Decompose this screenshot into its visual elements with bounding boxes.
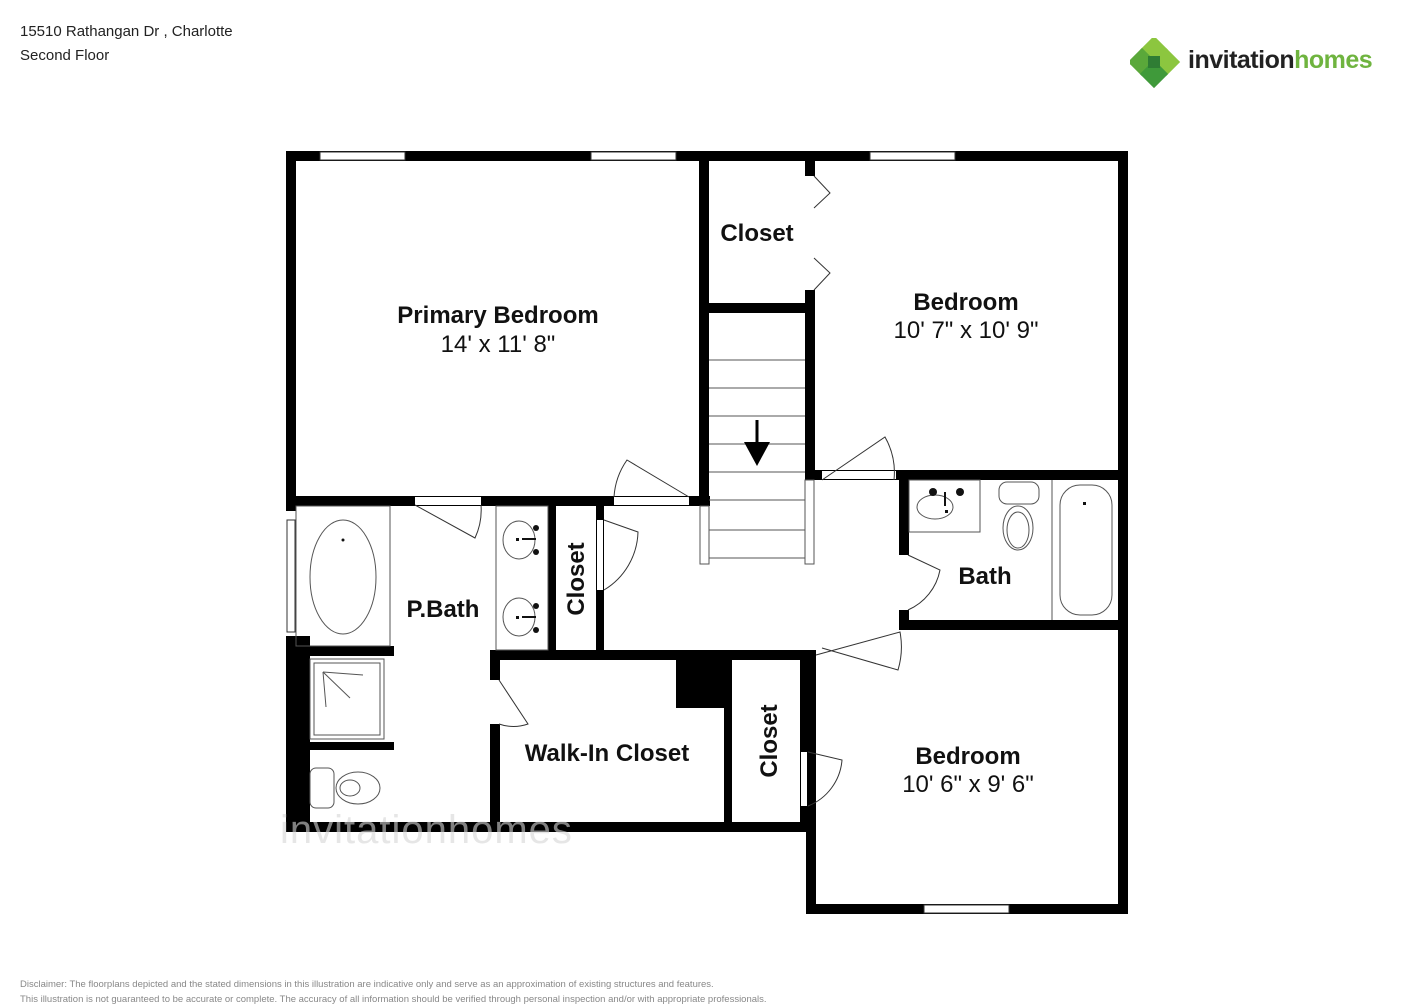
room-label-primary-bedroom: Primary Bedroom (397, 302, 599, 329)
room-dims-primary-bedroom: 14' x 11' 8" (440, 331, 556, 358)
bath-faucet-icon (929, 488, 1086, 513)
disclaimer-line-1: Disclaimer: The floorplans depicted and … (20, 979, 714, 990)
door-swings (414, 175, 941, 807)
walls (286, 151, 1128, 914)
pbath-fixtures (295, 505, 549, 809)
logo-word-invitation: invitation (1188, 46, 1295, 74)
room-label-pbath: P.Bath (406, 596, 480, 623)
room-label-closet-mid: Closet (756, 704, 783, 778)
room-dims-bedroom-ne: 10' 7" x 10' 9" (893, 317, 1039, 344)
property-address: 15510 Rathangan Dr , Charlotte (20, 23, 233, 40)
clover-diamond-logo-icon (1127, 35, 1181, 89)
invitation-homes-logo: invitationhomes (1127, 35, 1390, 89)
windows (286, 151, 1010, 914)
room-label-bath: Bath (958, 563, 1012, 590)
room-dims-bedroom-se: 10' 6" x 9' 6" (902, 771, 1034, 798)
door-gaps (415, 176, 908, 806)
floor-label: Second Floor (20, 47, 110, 64)
room-label-closet-top: Closet (720, 220, 794, 247)
logo-wordmark: invitationhomes (1188, 46, 1373, 75)
stair-down-arrow-icon (744, 420, 770, 466)
watermark: invitationhomes (280, 808, 573, 852)
faucet-icons (341, 525, 539, 633)
bath-fixtures (908, 479, 1113, 620)
room-label-bedroom-ne: Bedroom (913, 289, 1019, 316)
staircase (699, 359, 815, 565)
room-label-bedroom-se: Bedroom (915, 743, 1021, 770)
logo-word-homes: homes (1294, 46, 1373, 74)
room-label-walkin-closet: Walk-In Closet (524, 740, 690, 767)
room-label-closet-pbath: Closet (563, 542, 590, 616)
